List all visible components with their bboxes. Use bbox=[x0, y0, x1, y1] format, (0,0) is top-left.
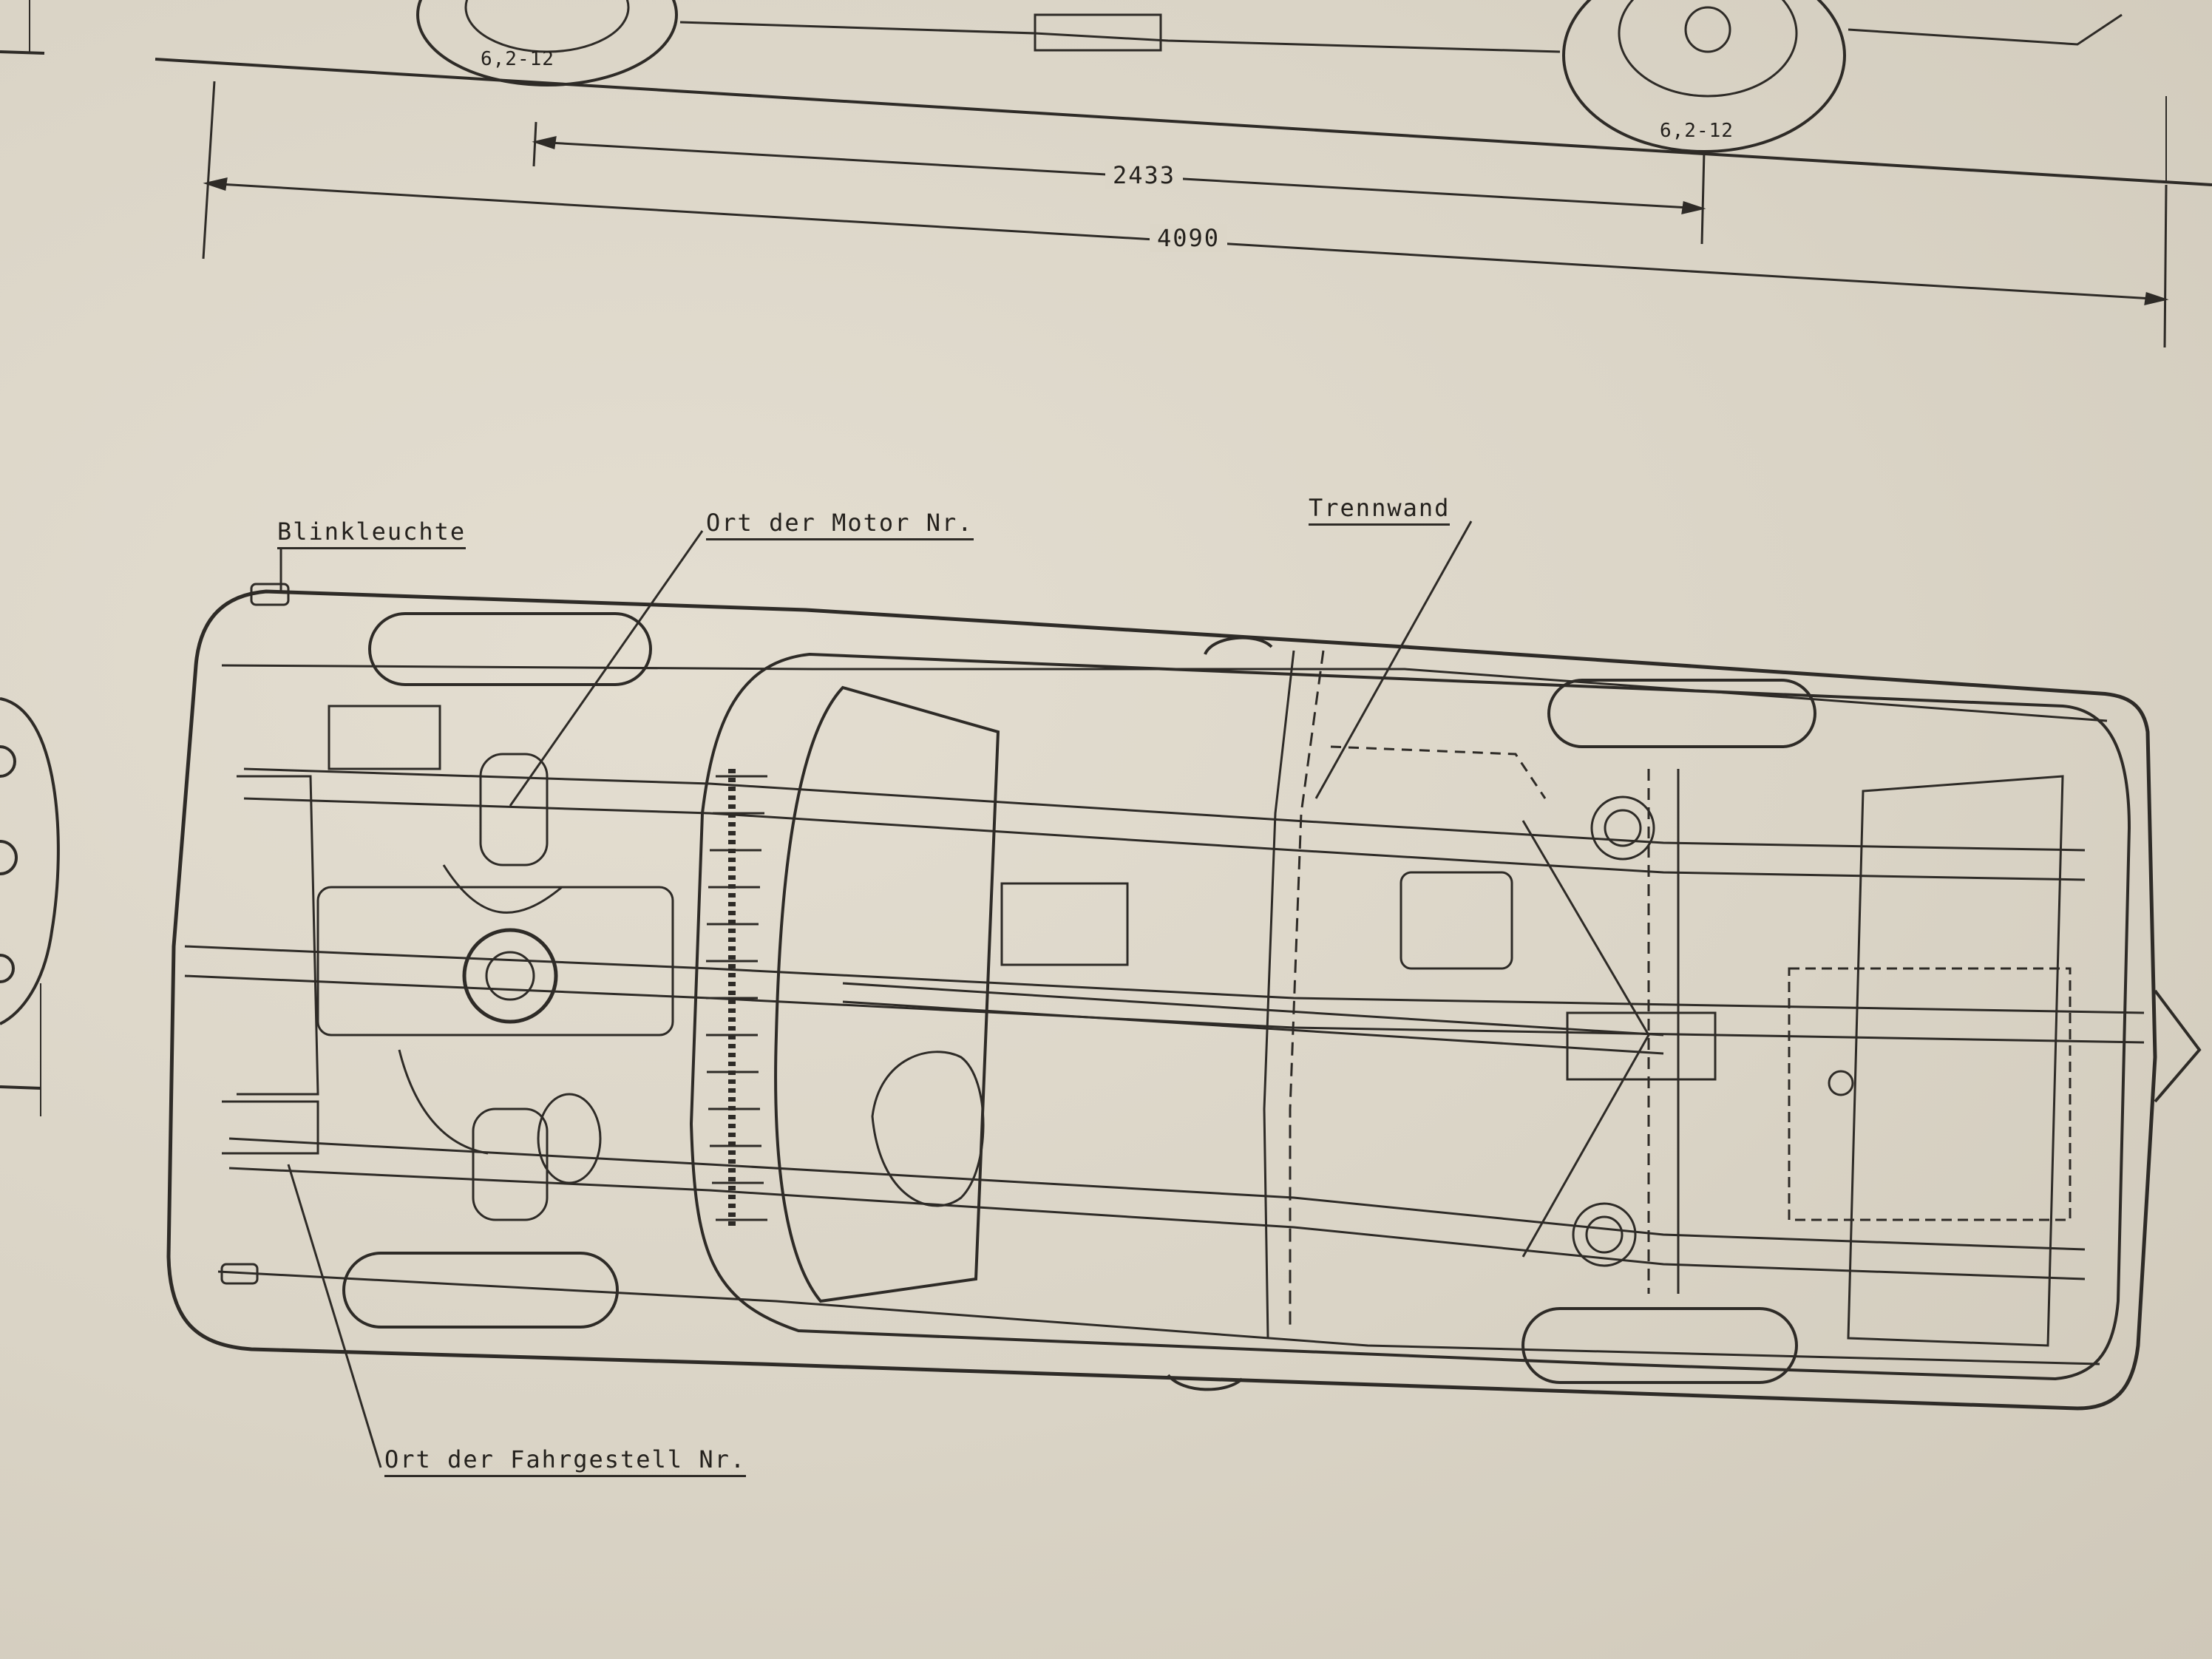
ext-line-front bbox=[202, 81, 216, 259]
rear-tire-size: 6,2-12 bbox=[1660, 120, 1734, 142]
steering bbox=[842, 882, 1664, 1207]
ext-line-wheelbase-end bbox=[1700, 151, 1706, 245]
battery-box bbox=[1000, 882, 1129, 966]
door-handle-right bbox=[1167, 1374, 1244, 1391]
label-trennwand: Trennwand bbox=[1309, 494, 1451, 526]
ground-line bbox=[155, 58, 2212, 186]
car-plan-view bbox=[166, 583, 2202, 1411]
rear-spring-right bbox=[1572, 1202, 1637, 1267]
arrow bbox=[1681, 201, 1706, 214]
front-wheel-hub bbox=[464, 0, 630, 53]
door-handle-left bbox=[1204, 636, 1273, 655]
front-view-detail bbox=[0, 840, 18, 875]
front-wheel bbox=[416, 0, 678, 86]
rear-tip bbox=[2154, 989, 2202, 1103]
wheelbase-dimension: 2433 bbox=[1105, 161, 1184, 189]
front-view-detail bbox=[0, 745, 16, 778]
arrow bbox=[532, 136, 557, 149]
rear-bumper bbox=[1848, 13, 2123, 46]
windshield bbox=[774, 685, 1000, 1303]
leader-lines bbox=[279, 520, 1473, 1468]
rear-wheel-rim bbox=[1618, 0, 1798, 98]
leader-trennwand bbox=[1314, 520, 1473, 799]
ext-line-rear bbox=[2163, 184, 2168, 348]
label-blinkleuchte: Blinkleuchte bbox=[277, 518, 467, 549]
blinker-front-left bbox=[250, 583, 290, 606]
ext-line-wheelbase-start bbox=[532, 121, 537, 167]
steering-wheel bbox=[871, 1051, 985, 1207]
label-fahrgestell-nr: Ort der Fahrgestell Nr. bbox=[384, 1445, 747, 1477]
label-motor-nr: Ort der Motor Nr. bbox=[706, 509, 974, 540]
rear-left-wheel bbox=[1547, 679, 1816, 748]
b-pillar bbox=[1289, 650, 1325, 1331]
differential bbox=[1566, 1011, 1717, 1081]
ground-line-left bbox=[0, 50, 45, 55]
front-view-detail bbox=[0, 954, 15, 983]
body-outline bbox=[166, 589, 2157, 1411]
front-view-wheel bbox=[0, 697, 60, 1025]
engine-block bbox=[222, 705, 674, 1221]
blinker-front-right bbox=[220, 1263, 259, 1285]
engine-pulley bbox=[462, 928, 558, 1024]
length-dimension: 4090 bbox=[1150, 224, 1228, 252]
arrow bbox=[2144, 292, 2169, 305]
leader-motor-nr bbox=[509, 530, 704, 807]
underbody-box bbox=[1034, 13, 1162, 52]
front-right-wheel bbox=[342, 1252, 619, 1329]
rear-right-wheel bbox=[1521, 1307, 1798, 1384]
fuel-pump bbox=[1400, 871, 1513, 970]
side-view bbox=[0, 0, 2212, 186]
arrow bbox=[203, 177, 228, 191]
engine-number-plate bbox=[328, 705, 441, 770]
partition-wall bbox=[1263, 650, 1295, 1339]
front-tire-size: 6,2-12 bbox=[481, 48, 554, 70]
cabin-outline bbox=[689, 652, 2131, 1381]
chassis-frame bbox=[184, 767, 2145, 1280]
rear-wheel-hub bbox=[1684, 6, 1731, 53]
rear-deck bbox=[1788, 775, 2072, 1347]
cowl-vent bbox=[706, 769, 767, 1227]
body-inner-bottom bbox=[217, 1270, 2100, 1365]
seat-outline bbox=[1330, 745, 1547, 799]
front-view-dim bbox=[0, 1085, 41, 1090]
front-left-wheel bbox=[368, 612, 652, 686]
leader-fahrgestell-nr bbox=[287, 1164, 382, 1468]
front-view-fragment bbox=[0, 697, 60, 1116]
rear-spring-left bbox=[1590, 795, 1655, 861]
rear-drivetrain bbox=[1400, 769, 1717, 1294]
underbody-line bbox=[679, 21, 1561, 53]
body-inner-top bbox=[221, 664, 2108, 722]
